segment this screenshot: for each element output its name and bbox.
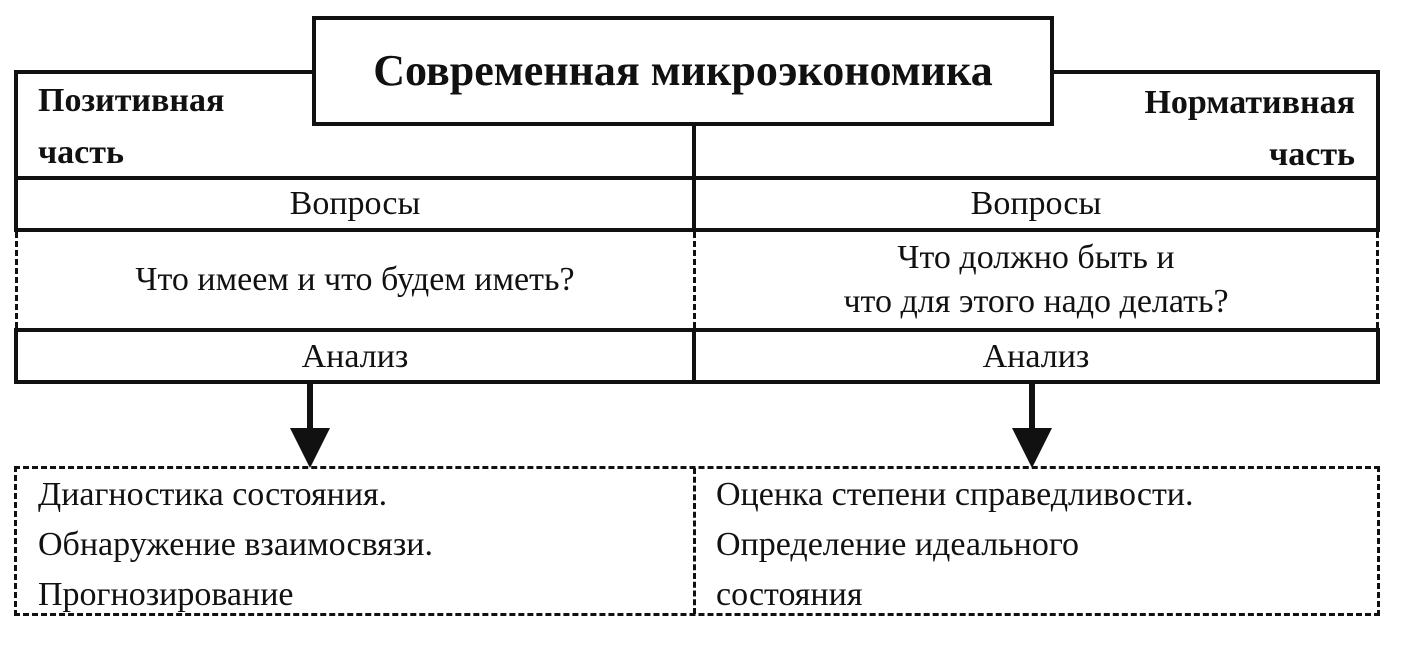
- left-analysis-label: Анализ: [301, 338, 409, 375]
- left-question: Что имеем и что будем иметь?: [135, 261, 575, 298]
- right-results-list: Оценка степени справедливости. Определен…: [716, 470, 1194, 620]
- right-header-line2: часть: [1269, 136, 1355, 173]
- title-box: Современная микроэкономика: [312, 16, 1054, 126]
- left-results-list: Диагностика состояния. Обнаружение взаим…: [38, 470, 433, 620]
- left-header-line1: Позитивная: [38, 82, 225, 119]
- list-item: Обнаружение взаимосвязи.: [38, 526, 433, 563]
- divider-analysis: [14, 328, 1380, 332]
- right-questions-label: Вопросы: [970, 185, 1102, 222]
- center-divider-bottom: [692, 328, 696, 384]
- dashed-center: [693, 232, 696, 328]
- right-arrow-icon: [1012, 384, 1052, 468]
- page-title: Современная микроэкономика: [373, 46, 993, 95]
- left-arrow-icon: [290, 384, 330, 468]
- right-header-line1: Нормативная: [1144, 84, 1355, 121]
- divider-questions: [14, 228, 1380, 232]
- list-item: Определение идеального: [716, 526, 1079, 563]
- mask-right: [1374, 232, 1384, 328]
- right-question-line1: Что должно быть и: [897, 239, 1175, 276]
- right-question: Что должно быть и что для этого надо дел…: [696, 232, 1376, 328]
- center-divider-top: [692, 124, 696, 230]
- dashed-side-left: [15, 232, 18, 328]
- list-item: Диагностика состояния.: [38, 476, 388, 513]
- right-question-line2: что для этого надо делать?: [843, 283, 1229, 320]
- dashed-side-right: [1376, 232, 1379, 328]
- results-frame: [14, 466, 1380, 616]
- list-item: Оценка степени справедливости.: [716, 476, 1194, 513]
- list-item: Прогнозирование: [38, 576, 294, 613]
- right-analysis-label: Анализ: [982, 338, 1090, 375]
- left-header-line2: часть: [38, 134, 124, 171]
- list-item: состояния: [716, 576, 863, 613]
- divider-header: [14, 176, 1380, 180]
- results-center-divider: [693, 468, 696, 614]
- left-questions-label: Вопросы: [289, 185, 421, 222]
